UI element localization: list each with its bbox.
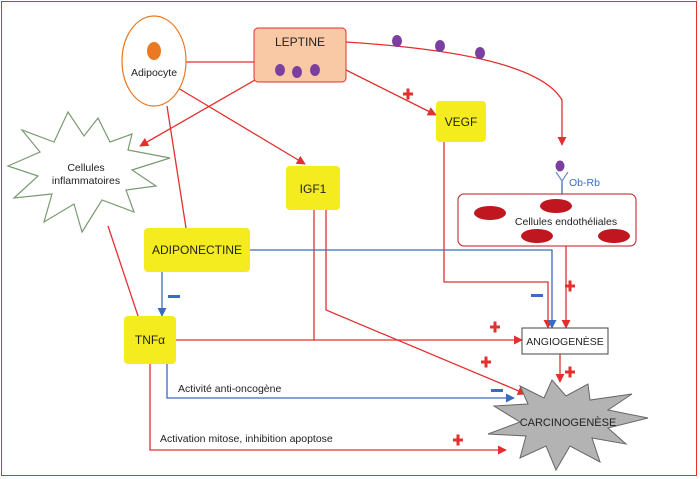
leptine-node: LEPTINE <box>253 27 347 83</box>
edge-leptine-vegf <box>345 69 437 116</box>
carcinogenese-node: CARCINOGENÈSE <box>487 379 649 472</box>
edge-leptine-receptor <box>345 41 567 146</box>
activation-edges <box>107 41 571 455</box>
inhibition-edges <box>157 181 563 403</box>
tnfa-node: TNFα <box>124 316 176 364</box>
adipocyte-nucleus <box>147 42 161 60</box>
cellules-inflammatoires-node: Cellules inflammatoires <box>6 110 171 234</box>
adiponectine-node: ADIPONECTINE <box>144 228 250 272</box>
angiogenese-node: ANGIOGENÈSE <box>521 327 609 355</box>
minus-sign-icons <box>168 294 543 392</box>
leptin-dot <box>475 47 485 59</box>
adipocyte-node: Adipocyte <box>121 15 187 107</box>
inflammatoires-label-line1: Cellules <box>67 162 104 174</box>
endothelial-cell <box>598 229 630 243</box>
vegf-label: VEGF <box>445 115 478 129</box>
endothelial-cell <box>521 229 553 243</box>
adipocyte-label: Adipocyte <box>131 67 177 79</box>
igf1-node: IGF1 <box>286 166 340 210</box>
plus-sign-icon <box>490 321 500 333</box>
plus-sign-icon <box>565 280 575 292</box>
edge-inflammatoires-tnfa <box>107 225 141 323</box>
plus-sign-icon <box>453 434 463 446</box>
plus-sign-icon <box>403 88 413 100</box>
anti-oncogene-label: Activité anti-oncogène <box>178 383 281 395</box>
edge-adipocyte-igf1 <box>177 87 306 165</box>
inflammatoires-label-line2: inflammatoires <box>52 175 120 187</box>
edge-tnfa-mitose <box>149 364 507 455</box>
angiogenese-label: ANGIOGENÈSE <box>526 335 604 348</box>
carcinogenese-label: CARCINOGENÈSE <box>520 416 617 429</box>
leptin-dot <box>392 35 402 47</box>
edge-leptine-inflammatoires <box>139 75 263 147</box>
adiponectine-label: ADIPONECTINE <box>152 243 242 257</box>
mitose-label: Activation mitose, inhibition apoptose <box>160 433 333 445</box>
leptin-dot <box>435 40 445 52</box>
edge-adipocyte-adiponectine <box>166 105 187 229</box>
plus-sign-icon <box>481 356 491 368</box>
leptin-dot <box>555 160 565 172</box>
endothelial-cell <box>540 199 572 213</box>
edge-igf1-carcinogenese <box>325 210 527 396</box>
leptine-label: LEPTINE <box>275 35 325 49</box>
minus-sign-icon <box>531 294 543 297</box>
plus-sign-icons <box>403 88 575 446</box>
cellules-endotheliales-node: Cellules endothéliales <box>457 193 637 247</box>
endotheliales-label: Cellules endothéliales <box>515 216 617 228</box>
leptin-dot <box>292 66 302 78</box>
vegf-node: VEGF <box>436 101 486 142</box>
minus-sign-icon <box>168 295 180 298</box>
plus-sign-icon <box>565 366 575 378</box>
tnfa-label: TNFα <box>135 333 165 347</box>
edge-adiponectine-angiogenese <box>250 249 557 329</box>
igf1-label: IGF1 <box>300 182 327 196</box>
leptin-dot <box>310 64 320 76</box>
edge-vegf-angiogenese <box>443 142 553 329</box>
minus-sign-icon <box>491 389 503 392</box>
edge-tnfa-anti-oncogene <box>166 364 515 403</box>
ob-rb-receptor: Ob-Rb <box>555 160 600 189</box>
leptin-dot <box>275 64 285 76</box>
endothelial-cell <box>474 206 506 220</box>
ob-rb-label: Ob-Rb <box>569 177 600 189</box>
